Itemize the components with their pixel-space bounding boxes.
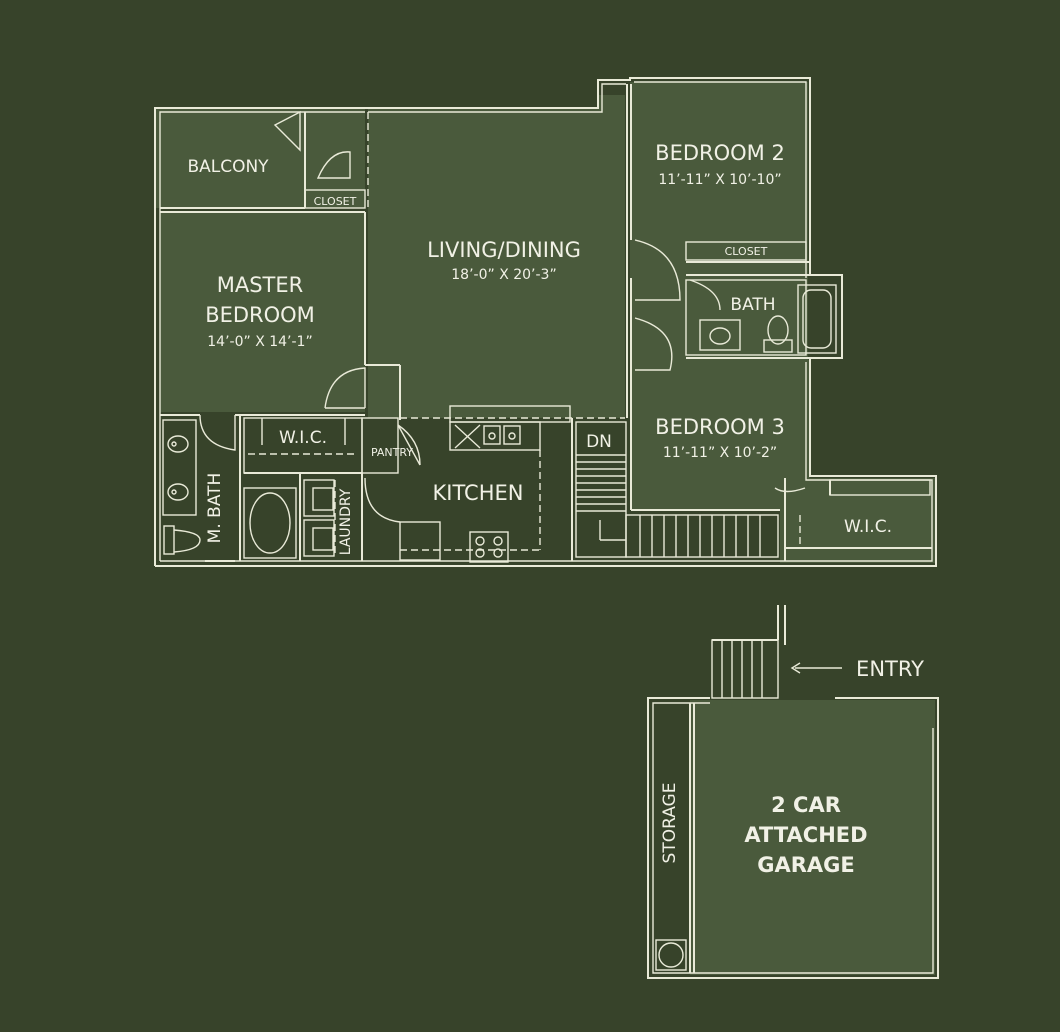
label-garage-3: GARAGE — [757, 853, 855, 877]
label-storage: STORAGE — [660, 783, 680, 864]
label-closet-balcony: CLOSET — [314, 195, 357, 208]
label-garage-1: 2 CAR — [771, 793, 841, 817]
label-kitchen: KITCHEN — [433, 481, 524, 505]
laundry — [299, 473, 336, 561]
stairs — [575, 421, 779, 558]
label-pantry: PANTRY — [371, 446, 413, 459]
label-wic-bedroom-3: W.I.C. — [844, 517, 892, 537]
label-bedroom-3-dim: 11’-11” X 10’-2” — [663, 445, 777, 461]
label-master-bedroom-dim: 14’-0” X 14’-1” — [207, 334, 312, 350]
master-bath — [162, 414, 297, 561]
label-closet-bedroom-2: CLOSET — [725, 245, 768, 258]
label-garage-2: ATTACHED — [744, 823, 867, 847]
label-entry: ENTRY — [856, 657, 924, 681]
label-dn: DN — [586, 432, 612, 452]
label-m-bath: M. BATH — [205, 473, 225, 544]
room-labels: BALCONY CLOSET MASTER BEDROOM 14’-0” X 1… — [187, 141, 924, 877]
kitchen — [364, 405, 625, 563]
label-living-dining: LIVING/DINING — [427, 238, 581, 262]
label-bedroom-2: BEDROOM 2 — [655, 141, 785, 165]
label-bedroom-2-dim: 11’-11” X 10’-10” — [658, 172, 781, 188]
interior-walls-right — [626, 84, 932, 561]
label-master-bedroom-2: BEDROOM — [205, 303, 315, 327]
label-balcony: BALCONY — [187, 157, 269, 177]
label-bath: BATH — [730, 295, 775, 315]
garage — [647, 605, 939, 979]
room-fills — [155, 82, 935, 975]
label-master-wic: W.I.C. — [279, 428, 327, 448]
master-bedroom-walls — [160, 212, 401, 420]
pantry — [361, 417, 421, 561]
label-living-dining-dim: 18’-0” X 20’-3” — [451, 267, 556, 283]
label-bedroom-3: BEDROOM 3 — [655, 415, 785, 439]
label-master-bedroom-1: MASTER — [217, 273, 304, 297]
label-laundry: LAUNDRY — [338, 488, 354, 555]
balcony-area — [160, 110, 369, 213]
